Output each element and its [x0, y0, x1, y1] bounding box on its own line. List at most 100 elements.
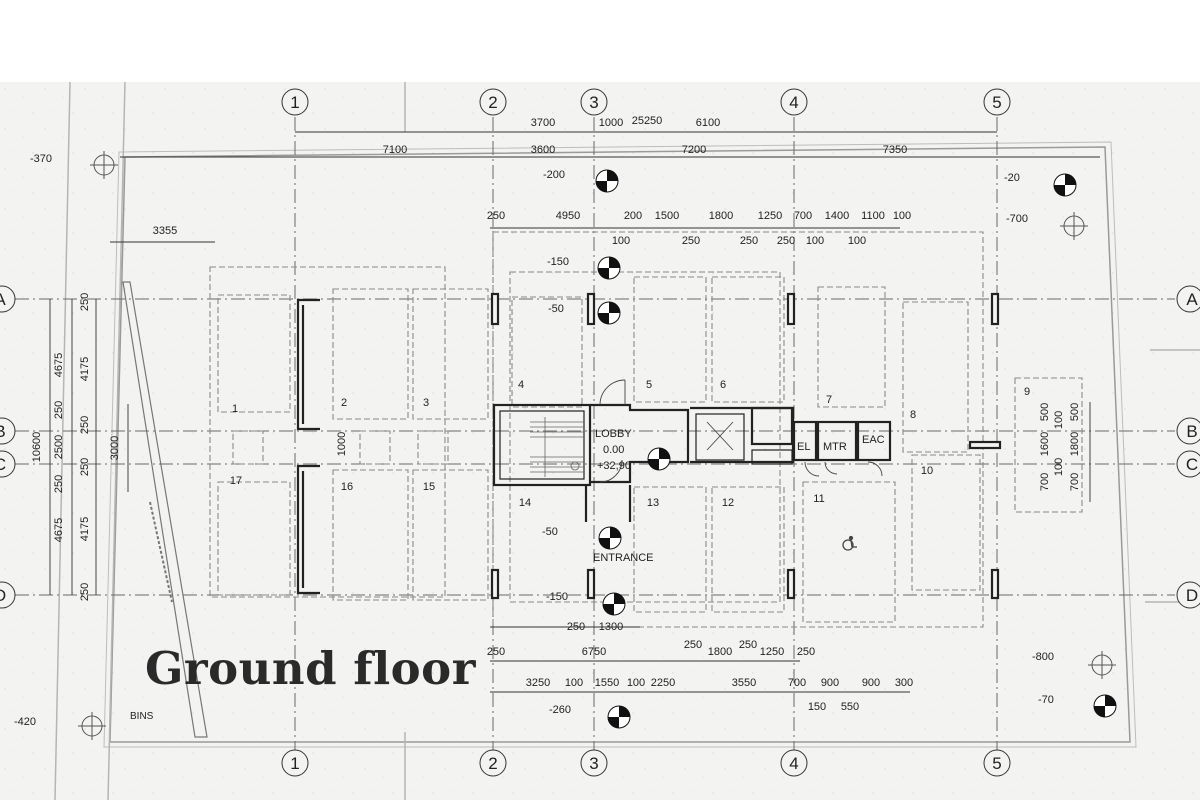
room-number-4: 4: [518, 379, 524, 391]
functional-labels: LOBBY 0.00 +32,90 ENTRANCE EL MTR EAC BI…: [130, 428, 885, 722]
dim-top-2-3: 7350: [883, 144, 907, 156]
bubble-col-1-top: 1: [281, 88, 309, 116]
room-number-7: 7: [826, 394, 832, 406]
dim-top-3-3: 1500: [655, 210, 679, 222]
dim-bottom-2-1: 6750: [582, 646, 606, 658]
col-5-bottom-label: 5: [992, 754, 1001, 773]
bubble-row-d-right: D: [1176, 581, 1200, 609]
bubble-row-b-right: B: [1176, 417, 1200, 445]
level-text-7: -150: [546, 591, 568, 603]
level-marker-9: [1093, 694, 1117, 718]
level-markers: [595, 169, 1117, 729]
room-number-13: 13: [647, 497, 659, 509]
level-text-4: -150: [547, 256, 569, 268]
level-text-9: -800: [1032, 651, 1054, 663]
dim-bottom-2-6: 250: [797, 646, 815, 658]
dim-left-outer: 10600: [31, 432, 43, 463]
dim-left-width: 3355: [153, 225, 177, 237]
survey-point-3: [1088, 651, 1116, 679]
room-number-16: 16: [341, 481, 353, 493]
dim-bottom-3-5: 3550: [732, 677, 756, 689]
bubble-col-1-bottom: 1: [281, 749, 309, 777]
room-number-8: 8: [910, 409, 916, 421]
dim-top-sub-5: 100: [848, 235, 866, 247]
level-text-8: -260: [549, 704, 571, 716]
level-marker-3: [597, 256, 621, 280]
dim-left-mid-0: 4675: [53, 353, 65, 377]
dim-left-inner-4: 250: [79, 458, 91, 476]
bubble-col-4-top: 4: [780, 88, 808, 116]
dim-bottom-sub-0: 150: [808, 701, 826, 713]
row-a-left-label: A: [0, 290, 6, 309]
survey-point-2: [1060, 212, 1088, 240]
room-number-15: 15: [423, 481, 435, 493]
door-swings: [599, 379, 883, 483]
room-number-2: 2: [341, 397, 347, 409]
level-marker-7: [602, 592, 626, 616]
level-marker-8: [607, 705, 631, 729]
dimension-lines: [49, 131, 1100, 693]
dim-bottom-1-0: 250: [567, 621, 585, 633]
col-3-top-label: 3: [589, 93, 598, 112]
dim-top-1-1: 1000: [599, 117, 623, 129]
room-number-3: 3: [423, 397, 429, 409]
dim-bottom-2-3: 1800: [708, 646, 732, 658]
dim-top-3-0: 250: [487, 210, 505, 222]
lobby-abs-level: +32,90: [597, 460, 631, 472]
dim-left-center: 3000: [109, 436, 121, 460]
mtr-room-label: MTR: [823, 441, 847, 453]
room-number-1: 1: [232, 403, 238, 415]
dim-right-6: 100: [1053, 411, 1065, 429]
stair-treads: [530, 417, 584, 477]
dim-top-3-8: 1100: [861, 210, 885, 222]
level-marker-1: [595, 169, 619, 193]
dim-bottom-2-4: 250: [739, 639, 757, 651]
dim-left-inner-6: 250: [79, 583, 91, 601]
dim-bottom-2-5: 1250: [760, 646, 784, 658]
eac-room-label: EAC: [862, 434, 885, 446]
drawing-sheet: 1 2 3 4 5 1 2 3 4 5 A B C D A B C D: [0, 82, 1200, 800]
level-marker-4: [597, 301, 621, 325]
bubble-col-2-top: 2: [479, 88, 507, 116]
dim-top-3-1: 4950: [556, 210, 580, 222]
dim-right-0: 500: [1039, 403, 1051, 421]
dim-top-3-7: 1400: [825, 210, 849, 222]
entrance-label: ENTRANCE: [593, 552, 654, 564]
room-number-12: 12: [722, 497, 734, 509]
dim-left-mid-3: 250: [53, 475, 65, 493]
dim-left-inner-1: 4175: [79, 357, 91, 381]
col-5-top-label: 5: [992, 93, 1001, 112]
dim-bottom-3-2: 1550: [595, 677, 619, 689]
dim-top-sub-0: 100: [612, 235, 630, 247]
dim-bottom-3-9: 300: [895, 677, 913, 689]
dim-right-3: 700: [1039, 473, 1051, 491]
right-dimension-texts: 500 1600 100 700 500 1800 100 700: [1039, 403, 1081, 491]
dim-bottom-3-6: 700: [788, 677, 806, 689]
dim-top-sub-2: 250: [740, 235, 758, 247]
dim-left-mid-2: 2500: [53, 435, 65, 459]
level-text-6: -50: [542, 526, 558, 538]
col-1-top-label: 1: [290, 93, 299, 112]
dim-top-1-0: 3700: [531, 117, 555, 129]
dim-bottom-1-1: 1300: [599, 621, 623, 633]
dim-top-3-4: 1800: [709, 210, 733, 222]
bubble-row-c-right: C: [1176, 450, 1200, 478]
dim-bottom-2-0: 250: [487, 646, 505, 658]
dim-left-inner-3: 1000: [336, 432, 348, 456]
row-c-left-label: C: [0, 455, 6, 474]
level-text-10: -70: [1038, 694, 1054, 706]
row-c-right-label: C: [1186, 455, 1198, 474]
left-dimension-texts: 10600 4675 250 2500 250 4675 250 4175 25…: [31, 293, 348, 601]
level-marker-2: [1053, 173, 1077, 197]
survey-point-4: [78, 712, 106, 740]
bubble-col-2-bottom: 2: [479, 749, 507, 777]
bubble-col-3-bottom: 3: [580, 749, 608, 777]
lobby-label: LOBBY: [595, 428, 632, 440]
level-text-2: -20: [1004, 172, 1020, 184]
ramp: [122, 281, 208, 738]
dim-right-7: 700: [1069, 473, 1081, 491]
dim-left-inner-5: 4175: [79, 517, 91, 541]
dim-top-sub-1: 250: [682, 235, 700, 247]
dim-bottom-3-8: 900: [862, 677, 880, 689]
row-b-right-label: B: [1186, 422, 1197, 441]
